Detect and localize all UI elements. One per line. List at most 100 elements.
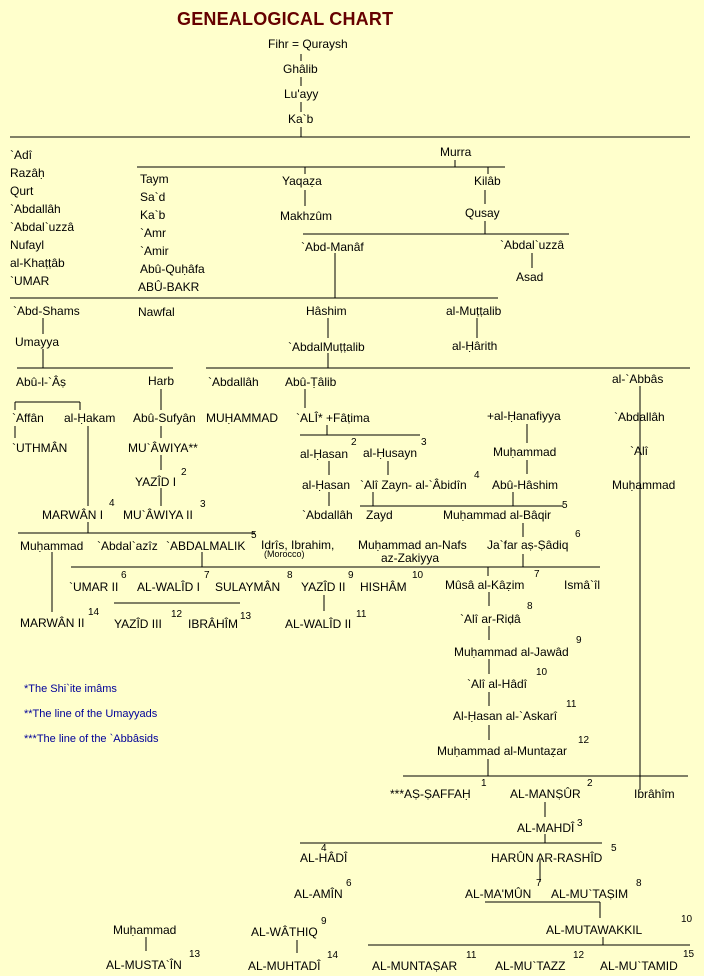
succession-number: 5 [251, 530, 257, 541]
legend-item: **The line of the Umayyads [24, 708, 158, 720]
person-al-musta-in: AL-MUSTA`ÎN [106, 958, 182, 972]
person-al-khattab: al-Khaṭṭâb [10, 256, 65, 270]
succession-number: 11 [466, 950, 477, 961]
succession-number: 3 [200, 499, 206, 510]
person-abdallah: `Abdallâh [208, 375, 259, 389]
person-abdal-uzza: `Abdal`uzzâ [500, 238, 565, 252]
person-yazid-i: YAZÎD I [135, 475, 177, 489]
person-uthman: `UTHMÂN [12, 441, 68, 455]
person-yaqaza: Yaqaẓa [282, 174, 322, 188]
succession-number: 4 [474, 470, 480, 481]
chart-title: GENEALOGICAL CHART [177, 9, 394, 29]
person-al-mu-tasim: AL-MU`TAṢIM [551, 887, 629, 901]
succession-number: 8 [287, 570, 293, 581]
succession-number: 11 [356, 609, 367, 620]
succession-number: 9 [321, 916, 327, 927]
person-muhammad: Muḥammad [113, 923, 177, 937]
person-al-muttalib: al-Muṭṭalib [446, 304, 502, 318]
person-al-walid-ii: AL-WALÎD II [285, 617, 352, 631]
succession-number: 6 [346, 878, 352, 889]
succession-number: 14 [88, 607, 100, 618]
person-muhammad-an-nafs: Muḥammad an-Nafs [358, 538, 467, 552]
person-taym: Taym [140, 172, 169, 186]
person-muhammad: Muḥammad [20, 539, 84, 553]
person-al-ma-mun: AL-MA'MÛN [465, 887, 532, 901]
succession-number: 3 [421, 437, 427, 448]
person-yazid-iii: YAZÎD III [114, 617, 162, 631]
succession-number: 5 [611, 843, 617, 854]
person-muhammad-al-muntazar: Muḥammad al-Muntaẓar [437, 744, 568, 758]
person-sulayman: SULAYMÂN [215, 580, 281, 594]
person-muhammad: Muḥammad [612, 478, 676, 492]
person-al-hasan: al-Ḥasan [302, 478, 351, 492]
person-mu-awiya-ii: MU`ÂWIYA II [123, 508, 193, 522]
succession-number: 3 [577, 818, 583, 829]
succession-number: 9 [576, 635, 582, 646]
person-ja-far-as-sadiq: Ja`far aṣ-Ṣâdiq [487, 538, 569, 552]
person-qusay: Qusay [465, 206, 500, 220]
person-abdal-uzza: `Abdal`uzzâ [10, 220, 75, 234]
person-abdalmalik: `ABDALMALIK [166, 539, 246, 553]
person-abu-sufyan: Abû-Sufyân [133, 411, 196, 425]
succession-number: 5 [562, 500, 568, 511]
person-muhammad-al-baqir: Muḥammad al-Bâqir [443, 508, 552, 522]
person-al-hasan: al-Ḥasan [300, 447, 349, 461]
succession-number: 15 [683, 949, 695, 960]
succession-number: 8 [636, 878, 642, 889]
person-muhammad-al-jawad: Muḥammad al-Jawâd [454, 645, 569, 659]
person-umar-ii: `UMAR II [69, 580, 119, 594]
person-adi: `Adî [10, 148, 33, 162]
person-nufayl: Nufayl [10, 238, 45, 252]
person-harun-ar-rashid: HARÛN AR-RASHÎD [491, 851, 603, 865]
person-ka-b: Ka`b [140, 208, 166, 222]
person-fihr-quraysh: Fihr = Quraysh [268, 37, 348, 51]
person-harb: Harb [148, 374, 175, 388]
person-al-muhtadi: AL-MUHTADÎ [248, 959, 321, 973]
succession-number: 6 [121, 570, 127, 581]
person-amir: `Amir [140, 244, 169, 258]
succession-number: 11 [566, 699, 577, 710]
succession-number: 2 [587, 778, 593, 789]
person-hashim: Hâshim [306, 304, 347, 318]
person-affan: `Affân [12, 411, 44, 425]
person-ali: `Alî [630, 444, 648, 458]
person-razah: Razâḥ [10, 166, 45, 180]
person-al-muntasar: AL-MUNTAṢAR [372, 959, 458, 973]
succession-number: 7 [534, 569, 540, 580]
person-ka-b: Ka`b [288, 112, 314, 126]
person-ali-zayn-al-abidin: `Alî Zayn- al-`Âbidîn [360, 478, 467, 492]
succession-number: 7 [204, 570, 210, 581]
person-az-zakiyya: az-Zakiyya [381, 551, 440, 565]
person-zayd: Zayd [366, 508, 393, 522]
person-al-wathiq: AL-WÂTHIQ [251, 925, 318, 939]
person-muhammad: MUḤAMMAD [206, 411, 278, 425]
person-al-mu-tazz: AL-MU`TAZZ [495, 959, 566, 973]
legend-item: *The Shi`ite imâms [24, 683, 117, 695]
succession-number: 12 [578, 735, 590, 746]
person-al-harith: al-Ḥârith [452, 339, 498, 353]
person-ibrahim: IBRÂHÎM [188, 617, 239, 631]
person-abdallah: `Abdallâh [302, 508, 353, 522]
succession-number: 10 [536, 667, 548, 678]
person-qurt: Qurt [10, 184, 34, 198]
person-amr: `Amr [140, 226, 166, 240]
succession-number: 4 [109, 498, 115, 509]
succession-number: 12 [171, 609, 183, 620]
person-makhzum: Makhzûm [280, 209, 333, 223]
person-abdallah: `Abdallâh [10, 202, 61, 216]
person-morocco: (Morocco) [264, 549, 305, 559]
person-al-husayn: al-Ḥusayn [363, 446, 418, 460]
person-ali-ar-rida: `Alî ar-Riḍâ [460, 612, 521, 626]
person-al-amin: AL-AMÎN [294, 887, 343, 901]
person-murra: Murra [440, 145, 472, 159]
person-marwan-ii: MARWÂN II [20, 616, 85, 630]
succession-number: 9 [348, 570, 354, 581]
person-as-saffah: ***AṢ-ṢAFFAḤ [390, 787, 471, 801]
person-al-mansur: AL-MANṢÛR [510, 787, 581, 801]
person-abdallah: `Abdallâh [614, 410, 665, 424]
person-yazid-ii: YAZÎD II [301, 580, 346, 594]
person-nawfal: Nawfal [138, 305, 175, 319]
person-muhammad: Muḥammad [493, 445, 557, 459]
